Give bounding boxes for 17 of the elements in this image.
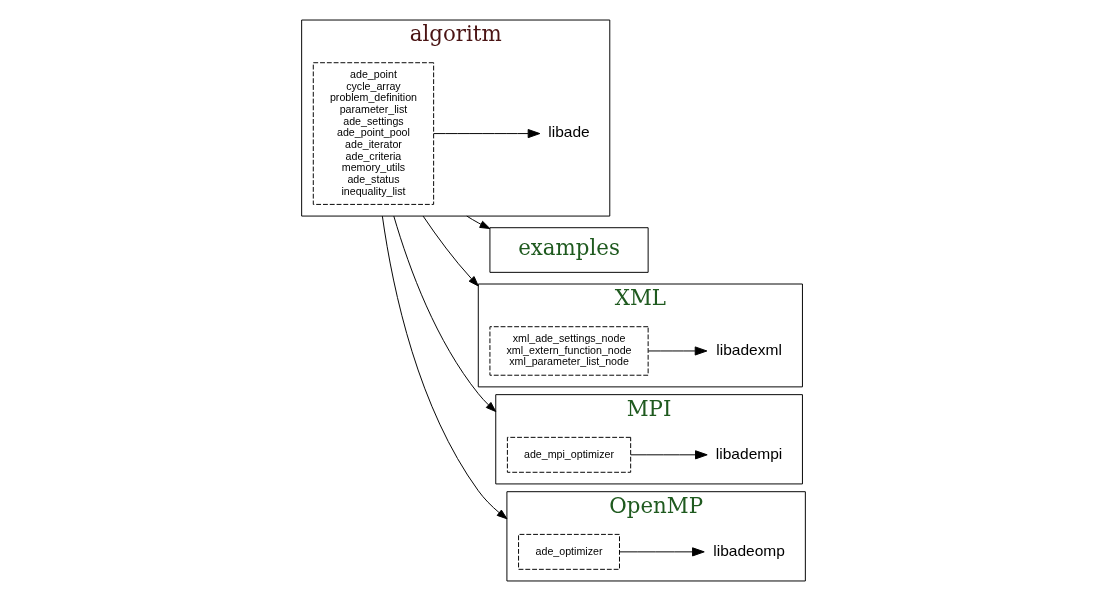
node-text: libadexml <box>716 340 782 358</box>
arrow <box>647 346 708 356</box>
arrow <box>422 215 479 287</box>
node-text: libadeomp <box>713 541 785 559</box>
node-box: ade_point cycle_array problem_definition parameter_list ade_settings ade_point_pool ade_iterator ade_criteria memory_utils ade_status inequality_list <box>312 62 435 205</box>
node-text: libadempi <box>715 444 783 462</box>
arrow <box>466 215 491 230</box>
node-text: libade <box>548 123 590 141</box>
arrow <box>619 547 705 557</box>
node-box: ade_mpi_optimizer <box>506 436 632 473</box>
arrow <box>381 215 508 520</box>
node-box: xml_ade_settings_node xml_extern_function_node xml_parameter_list_node <box>489 326 649 376</box>
node-box: ade_optimizer <box>518 533 620 570</box>
arrow <box>433 129 541 139</box>
node-box: examples <box>489 227 649 273</box>
arrow <box>393 215 497 413</box>
arrow <box>630 450 708 460</box>
